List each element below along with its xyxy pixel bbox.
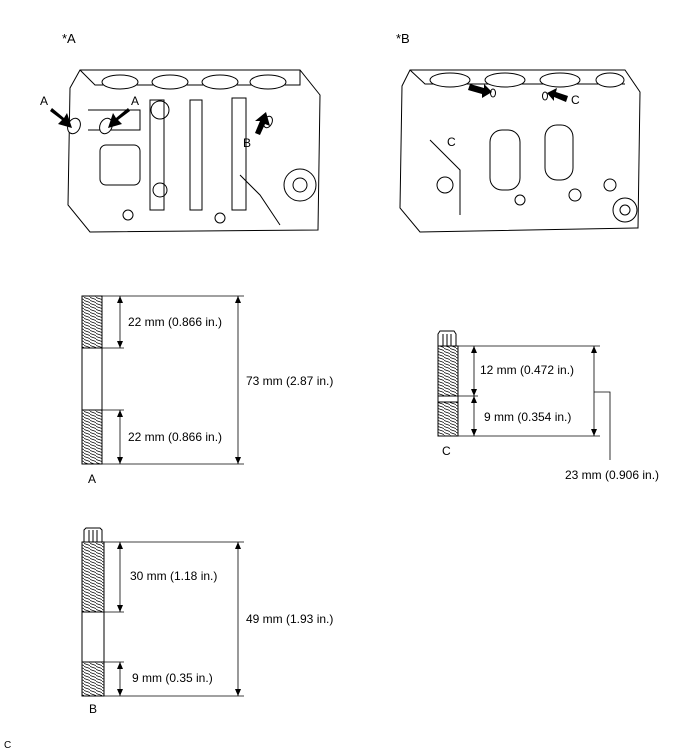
engine-block-a: [67, 69, 321, 233]
stud-b-top-thread-label: 30 mm (1.18 in.): [130, 569, 218, 583]
stud-b-name: B: [89, 702, 98, 716]
stud-b-arrowheads: [117, 542, 241, 696]
arrow-b: [255, 112, 270, 135]
stud-c-overall-label: 23 mm (0.906 in.): [565, 468, 660, 482]
stud-a-bottom-thread-label: 22 mm (0.866 in.): [128, 430, 223, 444]
stud-c-top-thread-label: 12 mm (0.472 in.): [480, 363, 575, 377]
arrow-a-right: [108, 108, 130, 128]
stud-a-dimensions: [102, 295, 244, 465]
callout-c-right: C: [571, 93, 580, 107]
callout-c-left: C: [447, 135, 456, 149]
figure-code: C: [4, 740, 12, 751]
stud-a-top-thread-label: 22 mm (0.866 in.): [128, 315, 223, 329]
engine-block-b: [399, 69, 641, 233]
panel-b-label: *B: [396, 31, 410, 46]
stud-c-drawing: [437, 330, 459, 437]
callout-a-left: A: [40, 94, 49, 108]
stud-a-name: A: [88, 472, 97, 486]
arrow-c-right: [547, 88, 568, 102]
stud-b-overall-label: 49 mm (1.93 in.): [246, 612, 334, 626]
stud-a-drawing: [81, 295, 103, 465]
stud-a-arrowheads: [117, 296, 241, 464]
arrow-a-left: [50, 108, 72, 128]
callout-a-right: A: [131, 94, 140, 108]
stud-c-name: C: [442, 444, 451, 458]
stud-c-arrowheads: [471, 346, 597, 436]
panel-a-label: *A: [62, 31, 76, 46]
stud-c-bottom-thread-label: 9 mm (0.354 in.): [484, 410, 572, 424]
stud-b-drawing: [81, 527, 105, 697]
stud-b-dimensions: [104, 541, 244, 697]
stud-b-bottom-thread-label: 9 mm (0.35 in.): [132, 671, 213, 685]
arrow-c-left: [468, 84, 492, 98]
callout-b: B: [243, 136, 252, 150]
stud-a-overall-label: 73 mm (2.87 in.): [246, 374, 334, 388]
